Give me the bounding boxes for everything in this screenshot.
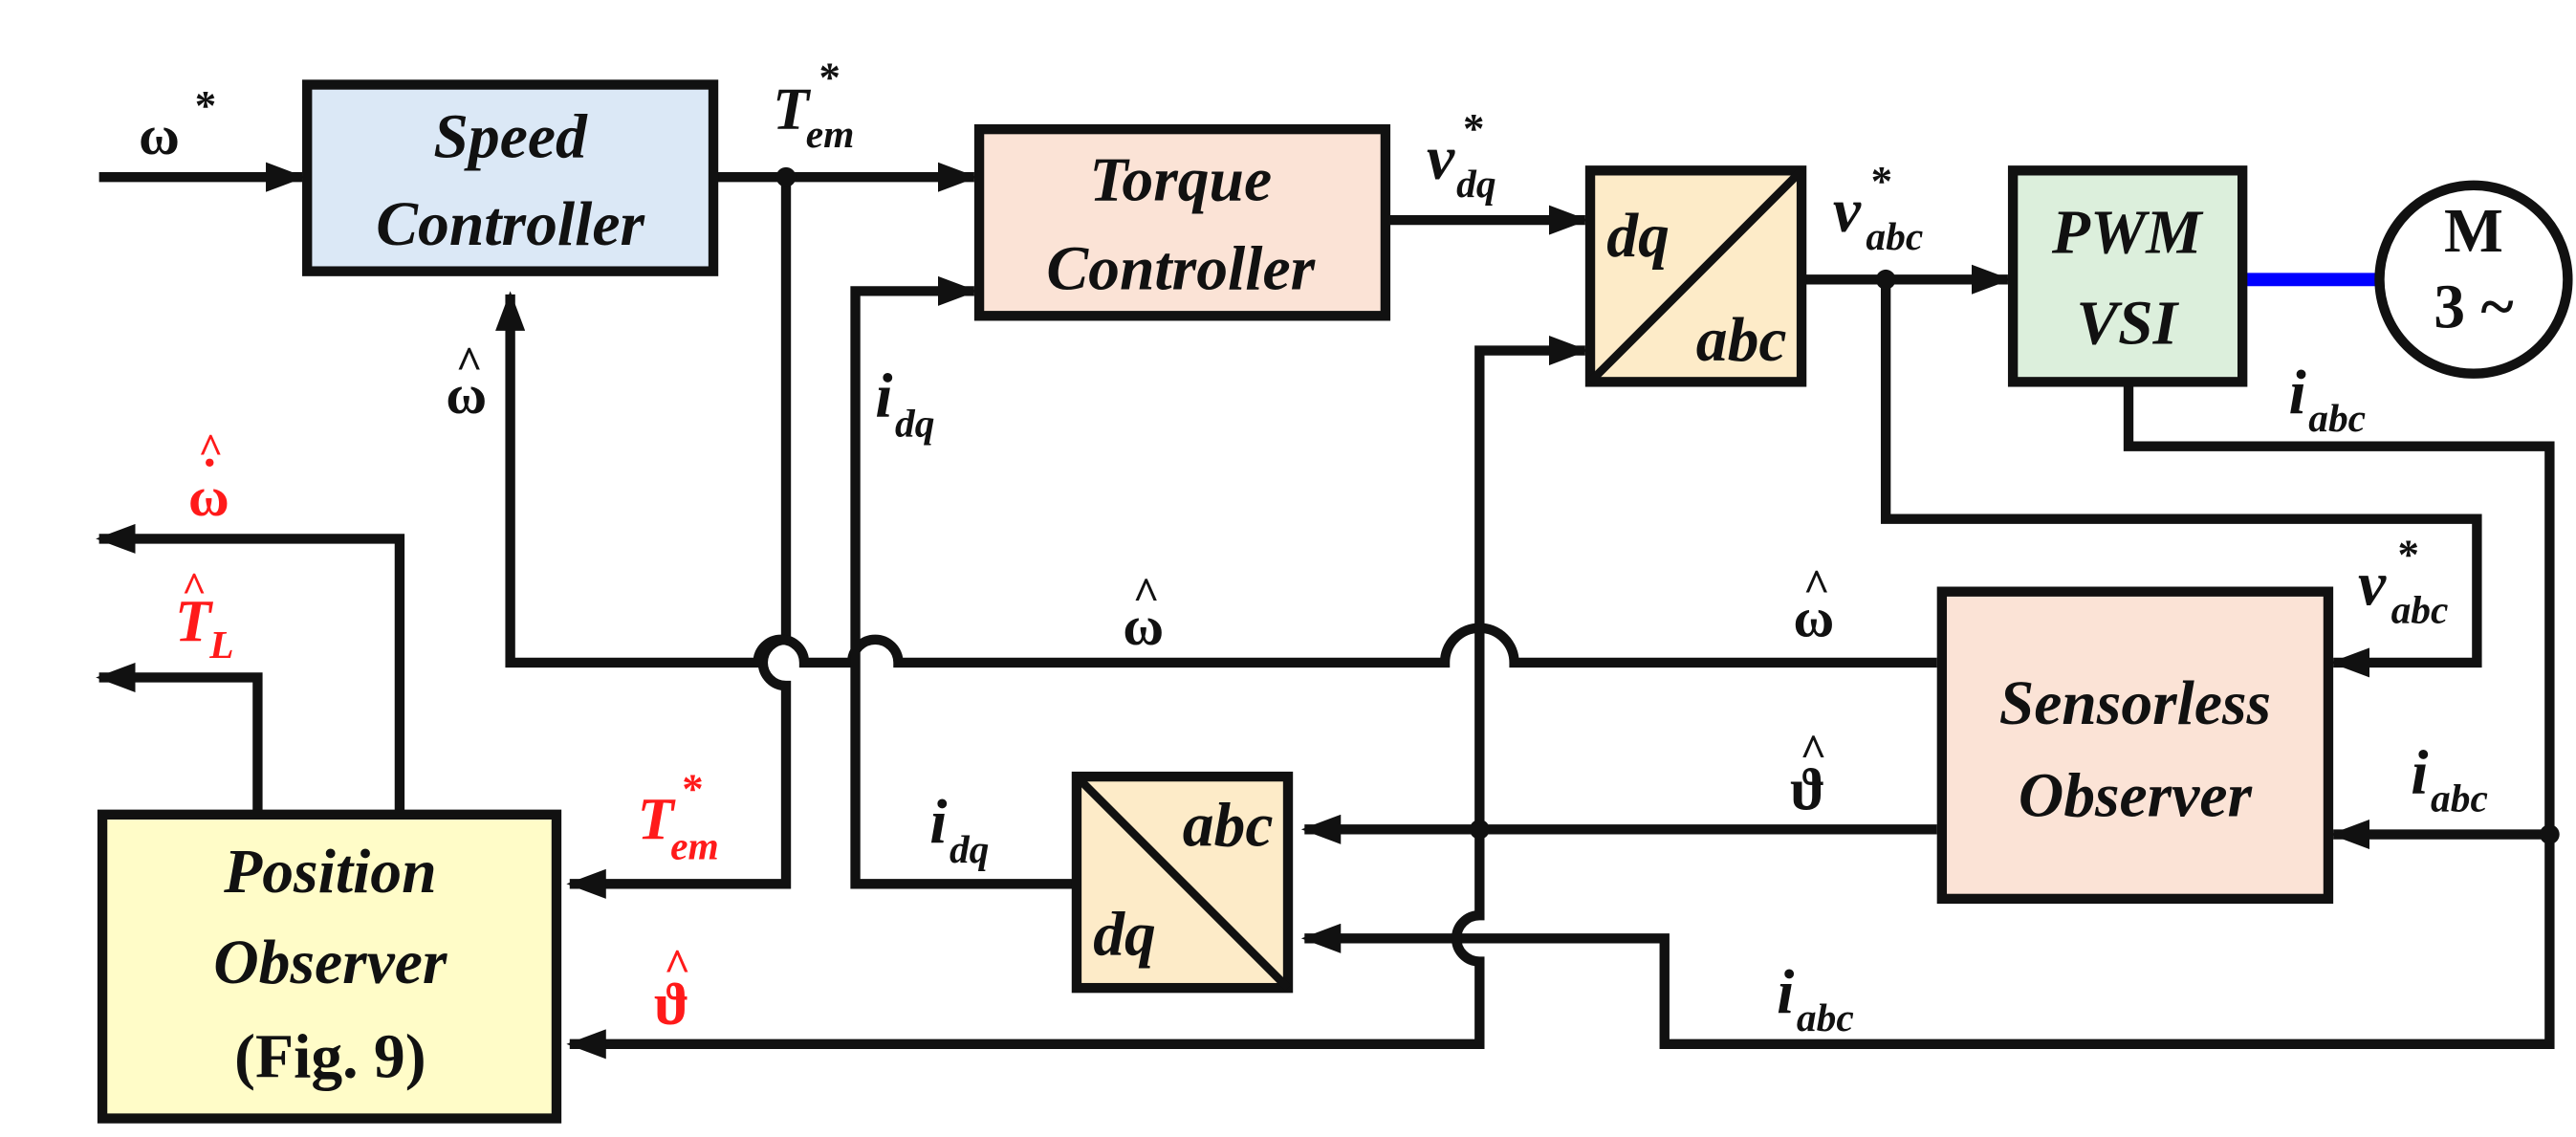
label-theta-hat-observer: ϑ ^ xyxy=(1790,727,1826,823)
label-vdq-ref: v dq * xyxy=(1427,104,1496,206)
label-idq-vertical: i dq xyxy=(875,362,934,446)
label-omega-hat-observer: ω ^ xyxy=(1793,561,1834,648)
dq-abc-bottom-label: abc xyxy=(1696,306,1787,375)
speed-controller-block: Speed Controller xyxy=(302,79,719,276)
pwm-vsi-line1: PWM xyxy=(2051,199,2204,268)
svg-text:T: T xyxy=(773,77,811,142)
svg-text:^: ^ xyxy=(1803,561,1830,612)
label-tl-hat: T L ^ xyxy=(175,563,234,667)
svg-text:ω: ω xyxy=(1793,586,1834,648)
label-vabc-ref: v abc * xyxy=(1833,157,1923,258)
pwm-vsi-block: PWM VSI xyxy=(2007,165,2248,387)
svg-text:i: i xyxy=(929,788,947,857)
svg-text:^: ^ xyxy=(1133,570,1160,621)
svg-text:abc: abc xyxy=(1797,995,1854,1039)
pwm-vsi-line2: VSI xyxy=(2076,290,2179,359)
svg-text:ω: ω xyxy=(139,104,180,166)
svg-text:em: em xyxy=(670,823,719,867)
position-observer-line2: Observer xyxy=(213,929,448,997)
svg-text:i: i xyxy=(1777,958,1794,1027)
svg-text:v: v xyxy=(2358,550,2387,619)
label-theta-hat-position: ϑ ^ xyxy=(654,941,690,1038)
svg-text:^: ^ xyxy=(198,425,223,472)
svg-text:ω: ω xyxy=(188,466,229,528)
svg-text:v: v xyxy=(1427,124,1455,193)
svg-text:*: * xyxy=(819,53,840,100)
svg-text:ω: ω xyxy=(1123,595,1164,657)
svg-text:i: i xyxy=(2289,359,2306,427)
label-omega-hat-center: ω ^ xyxy=(1123,570,1164,657)
sensorless-observer-block: Sensorless Observer xyxy=(1936,586,2334,905)
svg-text:T: T xyxy=(638,788,676,853)
wire-theta-hat-to-dq-abc xyxy=(1474,336,1589,830)
svg-text:*: * xyxy=(2397,530,2418,578)
position-observer-block: Position Observer (Fig. 9) xyxy=(97,809,562,1124)
dq-to-abc-block: dq abc xyxy=(1584,165,1807,387)
svg-text:^: ^ xyxy=(456,339,483,389)
wire-omega-hat-feedback xyxy=(495,291,1937,668)
label-iabc-bottom: i abc xyxy=(1777,958,1854,1039)
wire-omega-dot-hat-out xyxy=(96,523,405,815)
label-idq-output: i dq xyxy=(929,788,989,871)
svg-text:^: ^ xyxy=(1800,727,1826,777)
svg-text:i: i xyxy=(875,362,892,431)
svg-text:·: · xyxy=(202,436,218,491)
svg-text:i: i xyxy=(2411,738,2428,807)
label-torque-ref-position: T em * xyxy=(638,765,719,868)
svg-text:dq: dq xyxy=(895,401,934,445)
label-omega-dot-hat: ω · ^ xyxy=(188,425,229,528)
wire-tl-hat-out xyxy=(96,662,263,815)
torque-controller-block: Torque Controller xyxy=(973,123,1391,321)
svg-text:abc: abc xyxy=(2391,587,2449,631)
wire-vabc-ref-to-observer xyxy=(1880,279,2482,678)
svg-text:*: * xyxy=(1871,157,1892,205)
label-iabc-observer: i abc xyxy=(2411,738,2488,820)
wire-idq-feedback xyxy=(850,275,1074,889)
label-torque-ref: T em * xyxy=(773,53,854,156)
svg-text:abc: abc xyxy=(2308,396,2366,440)
wire-theta-hat-to-position-observer xyxy=(566,829,1485,1060)
svg-text:ϑ: ϑ xyxy=(654,973,689,1038)
position-observer-line3: (Fig. 9) xyxy=(234,1022,426,1091)
abc-dq-top-label: abc xyxy=(1183,792,1274,861)
speed-controller-line2: Controller xyxy=(376,190,645,259)
wire-iabc-from-vsi xyxy=(1300,383,2555,1050)
svg-text:*: * xyxy=(195,81,216,129)
svg-text:^: ^ xyxy=(664,941,690,992)
sensorless-observer-line2: Observer xyxy=(2019,762,2254,831)
svg-text:^: ^ xyxy=(182,563,207,611)
svg-text:*: * xyxy=(682,765,703,813)
svg-text:T: T xyxy=(175,589,213,654)
signal-wires xyxy=(96,162,2555,1060)
label-iabc-vsi: i abc xyxy=(2289,359,2367,440)
svg-text:dq: dq xyxy=(950,827,989,871)
svg-text:v: v xyxy=(1833,177,1862,246)
wire-torque-ref-to-position-observer xyxy=(566,177,792,899)
label-vabc-ref-observer: v abc * xyxy=(2358,530,2448,631)
motor-block: M 3 ~ xyxy=(2374,180,2573,379)
motor-phase-label: 3 ~ xyxy=(2434,273,2513,341)
svg-text:em: em xyxy=(806,112,855,156)
svg-text:ω: ω xyxy=(446,363,487,426)
speed-controller-line1: Speed xyxy=(433,102,588,171)
svg-text:dq: dq xyxy=(1456,162,1495,206)
torque-controller-line2: Controller xyxy=(1046,235,1316,304)
position-observer-line1: Position xyxy=(223,838,436,907)
svg-text:L: L xyxy=(208,623,233,667)
label-omega-hat-left: ω ^ xyxy=(446,339,487,426)
abc-to-dq-block: abc dq xyxy=(1071,771,1294,994)
motor-label: M xyxy=(2444,197,2503,266)
svg-text:abc: abc xyxy=(2431,776,2488,820)
sensorless-observer-line1: Sensorless xyxy=(1999,669,2271,738)
junction-dots xyxy=(775,166,2560,844)
label-omega-ref: ω * xyxy=(139,81,216,166)
dq-abc-top-label: dq xyxy=(1606,202,1670,271)
svg-text:abc: abc xyxy=(1866,214,1923,258)
svg-text:ϑ: ϑ xyxy=(1790,758,1825,823)
abc-dq-bottom-label: dq xyxy=(1093,901,1156,970)
torque-controller-line1: Torque xyxy=(1089,145,1272,214)
svg-text:*: * xyxy=(1463,104,1484,152)
